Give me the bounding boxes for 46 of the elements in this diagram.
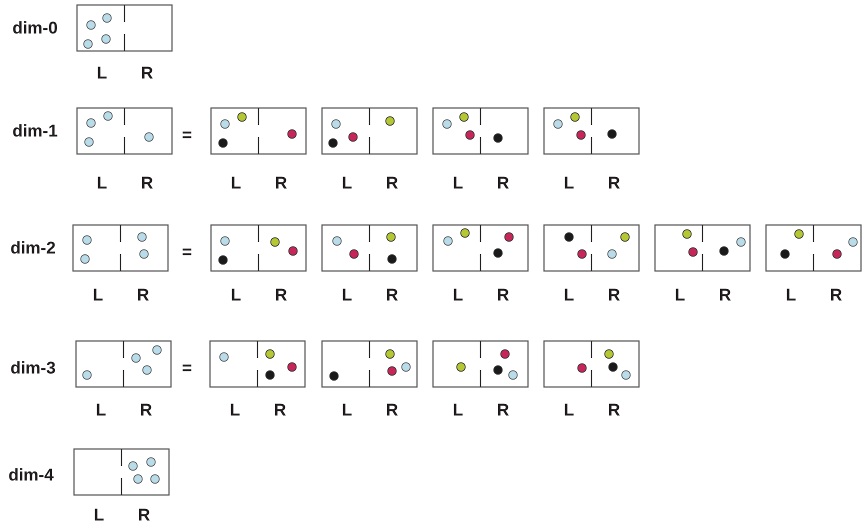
side-label: L	[92, 286, 104, 304]
side-label: L	[96, 64, 108, 82]
equals-sign: =	[182, 126, 192, 144]
side-label: R	[274, 174, 288, 192]
side-label: R	[140, 174, 154, 192]
side-label: L	[230, 402, 240, 418]
side-label: L	[564, 174, 574, 192]
side-label: L	[342, 174, 352, 192]
side-label: R	[718, 286, 732, 304]
side-label: L	[230, 286, 242, 304]
side-label: L	[452, 402, 464, 418]
side-label: R	[496, 286, 510, 304]
row-label: dim-4	[8, 466, 54, 484]
side-label: L	[564, 402, 574, 418]
side-label: R	[386, 286, 398, 304]
row-label: dim-3	[10, 360, 56, 376]
row-label: dim-2	[10, 240, 56, 256]
equals-sign: =	[182, 360, 192, 376]
side-label: L	[452, 174, 464, 192]
side-label: L	[230, 174, 242, 192]
row-label: dim-1	[12, 122, 58, 140]
side-label: R	[136, 286, 150, 304]
side-label: L	[94, 506, 104, 524]
side-label: R	[274, 402, 286, 418]
side-label: L	[674, 286, 686, 304]
side-label: L	[342, 286, 352, 304]
side-label: R	[140, 64, 154, 82]
side-label: R	[386, 402, 398, 418]
equals-sign: =	[182, 244, 192, 260]
side-label: R	[496, 402, 510, 418]
side-label: R	[274, 286, 288, 304]
side-label: L	[342, 402, 352, 418]
side-label: R	[386, 174, 398, 192]
side-label: R	[496, 174, 510, 192]
side-label: L	[786, 286, 796, 304]
side-label: L	[96, 402, 106, 418]
side-label: L	[96, 174, 108, 192]
side-label: R	[608, 402, 620, 418]
side-label: L	[564, 286, 574, 304]
side-label: R	[138, 506, 150, 524]
side-label: R	[830, 286, 842, 304]
side-label: L	[452, 286, 464, 304]
side-label: R	[608, 174, 620, 192]
row-label: dim-0	[12, 20, 58, 36]
side-label: R	[608, 286, 620, 304]
side-label: R	[140, 402, 152, 418]
